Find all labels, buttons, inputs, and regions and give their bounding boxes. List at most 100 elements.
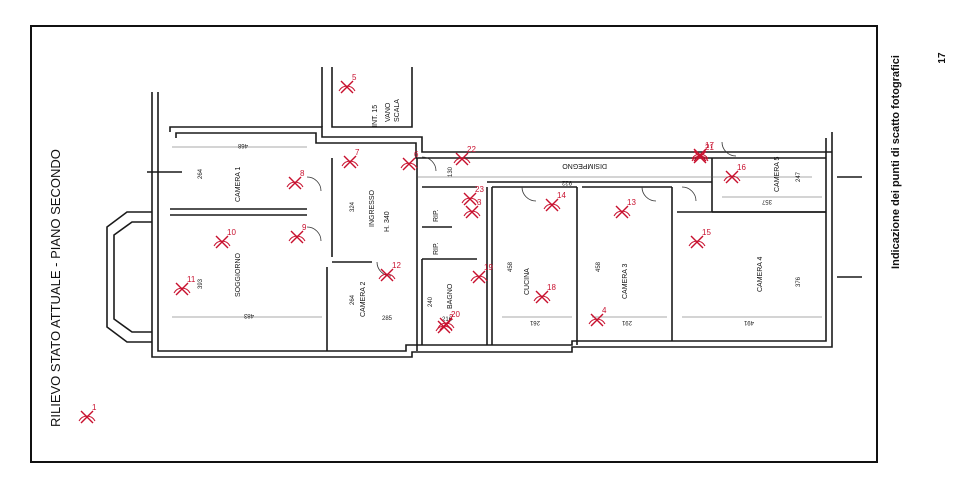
room-scala: SCALA — [394, 99, 401, 122]
photo-point-number: 21 — [705, 143, 714, 152]
door-arc — [306, 176, 322, 192]
door-arc — [521, 186, 537, 202]
photo-point-number: 5 — [352, 73, 357, 82]
dim-216: 216 — [442, 317, 453, 323]
room-camera4: CAMERA 4 — [757, 256, 764, 292]
photo-point-marker: 22 — [453, 145, 476, 166]
room-rip1: RIP. — [433, 209, 440, 222]
photo-point-number: 15 — [702, 228, 711, 237]
photo-point-number: 11 — [187, 275, 196, 284]
photo-point-number: 4 — [602, 306, 607, 315]
photo-point-marker: 18 — [533, 283, 556, 304]
dim-291: 291 — [621, 319, 632, 325]
room-rip2: RIP. — [433, 242, 440, 255]
photo-point-marker: 20 — [437, 310, 460, 331]
dim-483: 483 — [243, 312, 254, 318]
photo-point-number: 7 — [355, 148, 360, 157]
room-bagno: BAGNO — [447, 283, 454, 309]
photo-point-number: 12 — [392, 261, 401, 270]
outer-wall-inner — [157, 92, 827, 352]
door-arc — [421, 156, 437, 172]
dim-922: 922 — [561, 179, 572, 185]
top-wall-inner — [175, 132, 826, 159]
dim-458b: 458 — [596, 261, 602, 272]
room-vano: VANO — [385, 102, 392, 122]
photo-point-marker: 5 — [338, 73, 357, 94]
photo-point-marker: 12 — [378, 261, 401, 282]
room-cucina: CUCINA — [524, 268, 531, 295]
photo-point-marker: 17 — [691, 141, 714, 162]
doors — [306, 141, 737, 277]
room-int15: INT. 15 — [372, 105, 379, 127]
dim-324: 324 — [350, 201, 356, 212]
photo-point-marker: 8 — [286, 169, 305, 190]
room-height: H. 340 — [384, 211, 391, 232]
dim-240: 240 — [428, 296, 434, 307]
dim-376: 376 — [796, 276, 802, 287]
photo-point-marker: 23 — [461, 185, 484, 206]
photo-point-marker: 19 — [470, 263, 493, 284]
photo-point-number: 6 — [414, 150, 419, 159]
photo-point-number: 9 — [302, 223, 307, 232]
photo-point-number: 22 — [467, 145, 476, 154]
dim-264b: 264 — [350, 294, 356, 305]
photo-point-number: 16 — [737, 163, 746, 172]
photo-point-marker: 7 — [341, 148, 360, 169]
dim-261: 261 — [529, 319, 540, 325]
photo-point-marker: 1 — [78, 403, 97, 424]
photo-point-marker: 10 — [213, 228, 236, 249]
outer-wall — [151, 92, 833, 358]
photo-point-number: 2 — [449, 313, 454, 322]
room-labels: CAMERA 1 SOGGIORNO INGRESSO H. 340 CAMER… — [235, 99, 781, 317]
photo-point-number: 23 — [475, 185, 484, 194]
room-disimpegno: DISIMPEGNO — [562, 162, 607, 169]
bay-window-inner — [113, 221, 152, 333]
door-arc — [681, 186, 697, 202]
photo-point-marker: 15 — [688, 228, 711, 249]
photo-point-marker: 3 — [463, 198, 482, 219]
photo-point-number: 20 — [451, 310, 460, 319]
room-soggiorno: SOGGIORNO — [235, 252, 242, 297]
photo-point-marker: 11 — [173, 275, 196, 296]
dimension-labels: 468 264 393 483 324 264 285 130 240 216 … — [198, 142, 802, 325]
top-wall — [169, 126, 832, 153]
dimension-lines — [172, 146, 822, 318]
room-camera3: CAMERA 3 — [622, 263, 629, 299]
room-camera2: CAMERA 2 — [360, 281, 367, 317]
photo-point-marker: 21 — [691, 143, 714, 164]
photo-point-marker: 6 — [400, 150, 419, 171]
door-arc — [306, 226, 322, 242]
dim-393: 393 — [198, 278, 204, 289]
walls — [106, 67, 862, 358]
photo-point-number: 17 — [705, 141, 714, 150]
plan-frame: RILIEVO STATO ATTUALE - PIANO SECONDO CA… — [30, 25, 878, 463]
photo-point-number: 8 — [300, 169, 305, 178]
room-ingresso: INGRESSO — [369, 189, 376, 227]
photo-point-number: 10 — [227, 228, 236, 237]
photo-point-number: 19 — [484, 263, 493, 272]
photo-point-marker: 13 — [613, 198, 636, 219]
page-number: 17 — [937, 52, 948, 64]
floor-plan: RILIEVO STATO ATTUALE - PIANO SECONDO CA… — [48, 67, 862, 427]
room-camera5: CAMERA 5 — [774, 156, 781, 192]
dim-458a: 458 — [508, 261, 514, 272]
plan-title: RILIEVO STATO ATTUALE - PIANO SECONDO — [48, 149, 63, 427]
dim-130: 130 — [448, 166, 454, 177]
photo-point-number: 3 — [477, 198, 482, 207]
photo-point-marker: 9 — [288, 223, 307, 244]
door-arc — [376, 261, 392, 277]
dim-285: 285 — [382, 316, 393, 322]
photo-point-number: 18 — [547, 283, 556, 292]
photo-point-marker: 14 — [543, 191, 566, 212]
room-camera1: CAMERA 1 — [235, 166, 242, 202]
dim-264a: 264 — [198, 168, 204, 179]
dim-357: 357 — [761, 198, 772, 204]
photo-point-number: 1 — [92, 403, 97, 412]
page-caption: Indicazione dei punti di scatto fotograf… — [890, 55, 902, 269]
door-arc — [721, 141, 737, 157]
photo-point-marker: 16 — [723, 163, 746, 184]
photo-point-marker: 4 — [588, 306, 607, 327]
stair-wall — [331, 67, 413, 128]
door-arc — [641, 186, 657, 202]
dim-247: 247 — [796, 171, 802, 182]
